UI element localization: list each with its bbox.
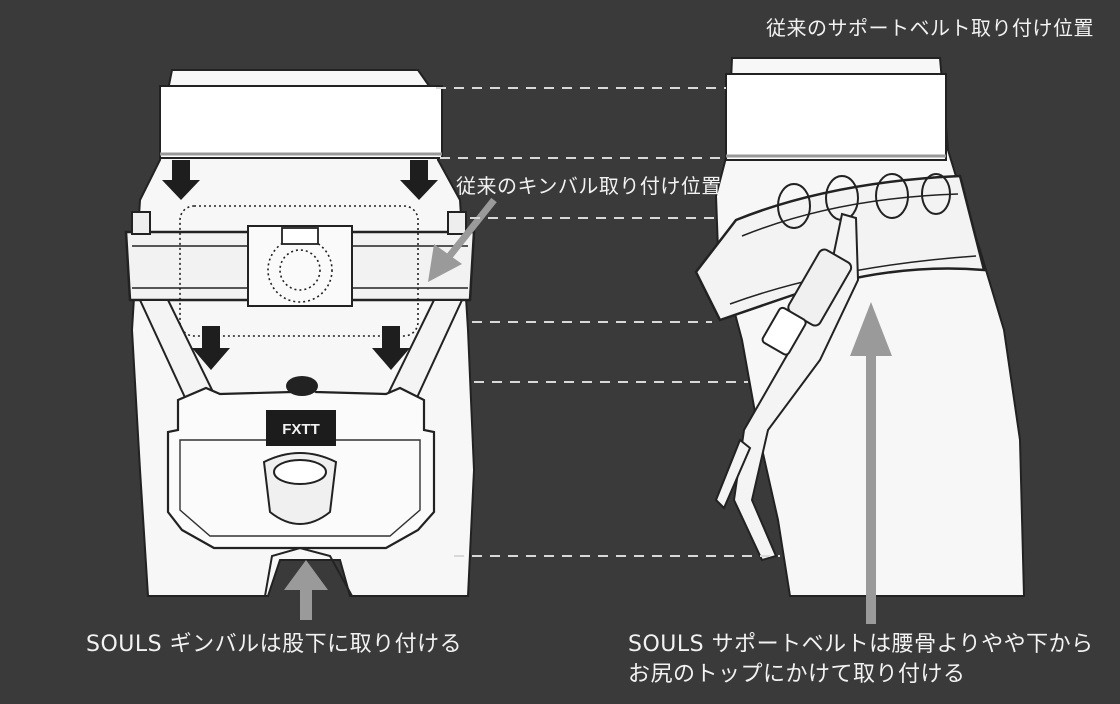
- dashed-guide-lines: [436, 87, 780, 557]
- souls-belt-caption-line2: お尻のトップにかけて取り付ける: [628, 662, 966, 687]
- right-side-buckle: [447, 211, 467, 235]
- belt-loop-4: [921, 173, 951, 215]
- buckle-tab: [281, 227, 319, 245]
- conventional-gimbal-dotted-outline: [179, 205, 419, 337]
- conventional-gimbal-position-label: 従来のキンバル取り付け位置: [456, 174, 722, 198]
- conventional-belt-position-label: 従来のサポートベルト取り付け位置: [766, 16, 1094, 40]
- gray-arrow-souls-belt: [850, 302, 892, 624]
- down-arrow-mid-left: [192, 326, 230, 370]
- down-arrow-top-left: [162, 160, 200, 200]
- belt-loop-1: [777, 183, 811, 229]
- down-arrow-top-right: [400, 160, 438, 200]
- gimbal-nameplate: [266, 410, 336, 446]
- left-side-buckle: [131, 211, 151, 235]
- souls-gimbal-plate-inner: [179, 439, 421, 537]
- gimbal-top-knob: [286, 376, 318, 396]
- souls-gimbal-caption: SOULS ギンバルは股下に取り付ける: [86, 632, 463, 657]
- down-arrow-mid-right: [372, 326, 410, 370]
- gray-arrow-souls-gimbal: [284, 560, 328, 620]
- souls-support-belt-inner-line: [741, 193, 959, 237]
- front-view-figure: FXTT: [124, 69, 497, 620]
- gimbal-cup-inner: [279, 249, 321, 291]
- gray-arrow-conventional-gimbal: [428, 197, 497, 282]
- side-strap-adjuster: [761, 306, 807, 356]
- gimbal-nameplate-text: FXTT: [282, 421, 320, 438]
- souls-belt-caption-line1: SOULS サポートベルトは腰骨よりやや下から: [628, 632, 1094, 657]
- conventional-belt-band-side: [725, 73, 947, 161]
- center-buckle-plate: [247, 225, 353, 307]
- dark-down-arrows: [162, 160, 438, 370]
- belt-loop-3: [875, 173, 909, 219]
- gimbal-rod-cup-opening: [273, 459, 327, 485]
- side-strap-tail: [714, 438, 752, 510]
- conventional-belt-band-front: [159, 85, 443, 159]
- side-view-figure: [694, 57, 1026, 624]
